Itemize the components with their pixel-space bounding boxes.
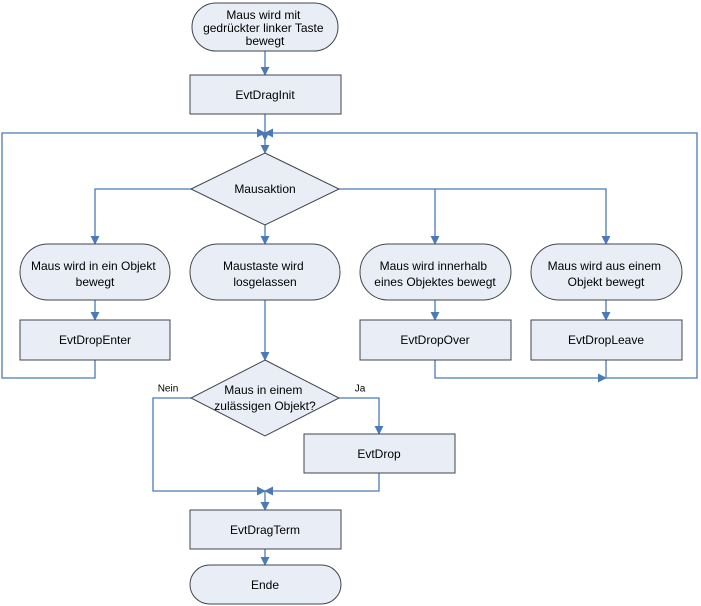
evtdragterm-process bbox=[189, 509, 342, 550]
evtdropleave-label: EvtDropLeave bbox=[568, 333, 644, 347]
connector-dropover-to-merge bbox=[434, 360, 607, 383]
valid-object-decision bbox=[189, 359, 341, 437]
release-button-label: Maustaste wird losgelassen bbox=[223, 255, 307, 289]
evtdrop-label: EvtDrop bbox=[357, 447, 401, 461]
leave-object-terminator bbox=[530, 243, 683, 301]
evtdragterm-label: EvtDragTerm bbox=[230, 523, 300, 537]
connector-mausaktion-left bbox=[90, 188, 192, 245]
mausaktion-decision bbox=[189, 152, 341, 226]
evtdrop-process bbox=[303, 433, 456, 474]
evtdropover-process bbox=[359, 319, 512, 361]
connector-drop-to-merge bbox=[264, 473, 380, 496]
end-terminator bbox=[189, 564, 342, 605]
move-inside-label: Maus wird innerhalb eines Objektes beweg… bbox=[374, 255, 496, 289]
start-terminator bbox=[191, 2, 339, 52]
connector-right-loop-return bbox=[264, 128, 698, 379]
move-inside-terminator bbox=[359, 243, 512, 301]
edge-label-no: Nein bbox=[158, 384, 179, 395]
connector-left-loop-return bbox=[1, 128, 266, 379]
edge-label-yes: Ja bbox=[355, 384, 366, 395]
evtdraginit-process bbox=[189, 74, 342, 115]
end-label: Ende bbox=[251, 578, 279, 592]
evtdropenter-label: EvtDropEnter bbox=[59, 333, 131, 347]
start-label: Maus wird mit gedrückter linker Taste be… bbox=[203, 4, 327, 48]
valid-object-label: Maus in einem zulässigen Objekt? bbox=[214, 379, 316, 413]
connector-decision-yes bbox=[339, 397, 384, 435]
evtdropover-label: EvtDropOver bbox=[400, 333, 469, 347]
enter-object-terminator bbox=[19, 243, 171, 301]
leave-object-label: Maus wird aus einem Objekt bewegt bbox=[548, 255, 665, 289]
evtdraginit-label: EvtDragInit bbox=[235, 88, 295, 102]
connector-mausaktion-right bbox=[338, 188, 611, 245]
connectors bbox=[1, 50, 698, 566]
evtdropenter-process bbox=[19, 319, 171, 361]
release-button-terminator bbox=[189, 243, 341, 301]
connector-decision-no bbox=[152, 397, 266, 496]
evtdropleave-process bbox=[530, 319, 683, 361]
mausaktion-label: Mausaktion bbox=[234, 182, 295, 196]
enter-object-label: Maus wird in ein Objekt bewegt bbox=[31, 255, 159, 289]
